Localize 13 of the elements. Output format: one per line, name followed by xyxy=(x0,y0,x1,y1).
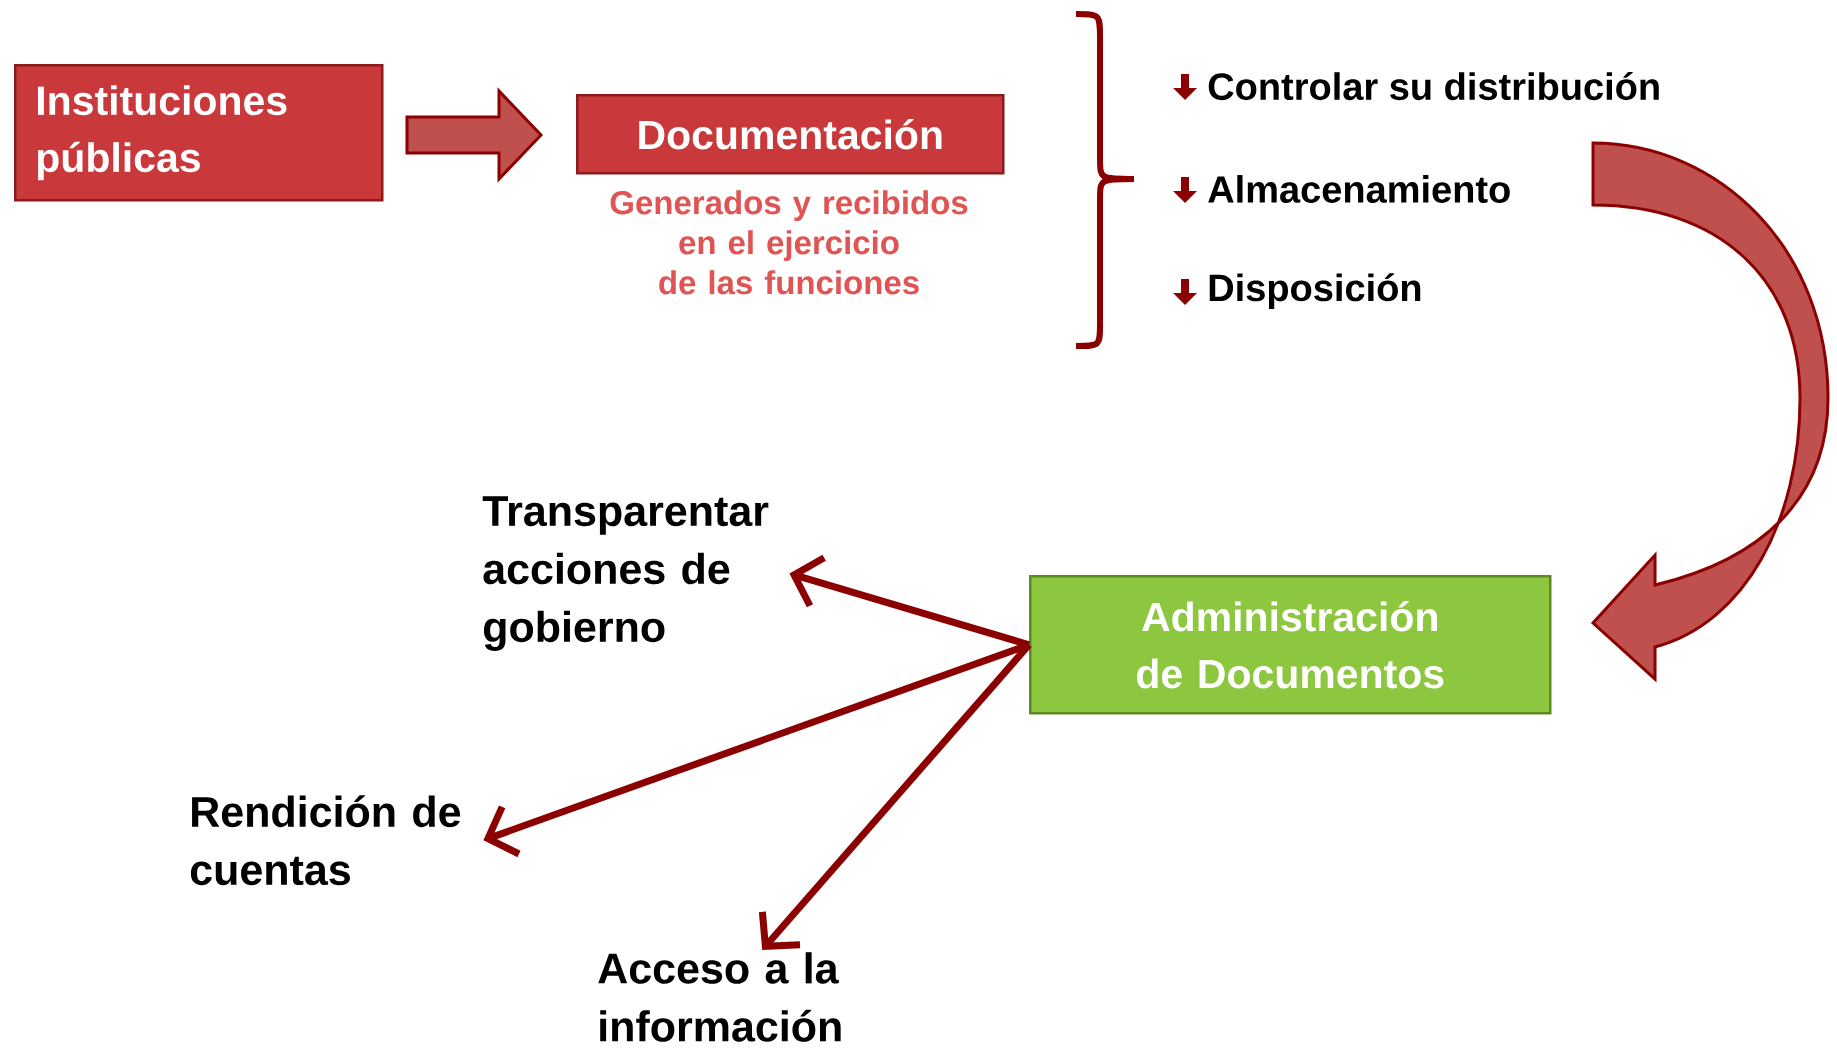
label-text: Transparentar acciones de gobierno xyxy=(482,496,769,651)
process-box: Administración de Documentos xyxy=(1029,575,1552,715)
label-text: Rendición de cuentas xyxy=(190,795,461,886)
list-item: Almacenamiento xyxy=(1208,175,1510,203)
block-arrow xyxy=(405,87,544,183)
caption-text: Generados y recibidos en el ejercicio de las funciones xyxy=(610,190,968,295)
arrow xyxy=(758,642,1032,950)
list-item: Disposición xyxy=(1209,273,1421,309)
block-arrow xyxy=(1591,141,1830,681)
process-box: Instituciones públicas xyxy=(14,64,384,202)
label-text: Acceso a la información xyxy=(598,952,841,1042)
list-item: Controlar su distribución xyxy=(1208,71,1659,101)
process-box: Documentación xyxy=(576,94,1005,175)
